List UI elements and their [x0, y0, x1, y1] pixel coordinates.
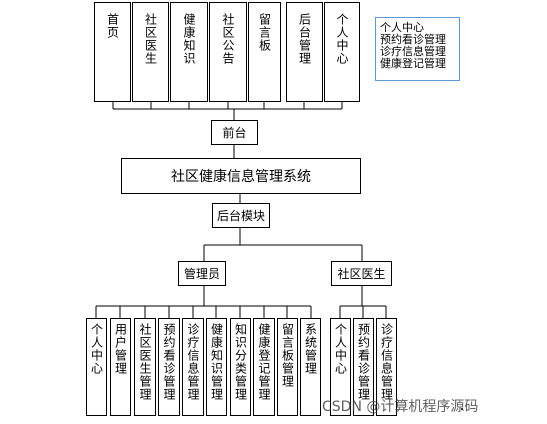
admin-module-doctors: 社区医生管理	[134, 318, 156, 416]
admin-module-label: 诊疗信息管理	[186, 323, 200, 401]
admin-module-users: 用户管理	[110, 318, 131, 416]
admin-module-message-board: 留言板管理	[277, 318, 298, 416]
doctor-module-label: 预约看诊管理	[356, 323, 371, 401]
top-module-home: 首页	[94, 2, 131, 102]
top-module-knowledge: 健康知识	[170, 2, 208, 102]
admin-module-label: 用户管理	[113, 323, 128, 375]
admin-label: 管理员	[183, 267, 220, 281]
top-module-label: 留言板	[257, 13, 272, 52]
admin-module-label: 健康登记管理	[257, 323, 271, 401]
admin-module-diagnosis: 诊疗信息管理	[182, 318, 204, 416]
admin-module-label: 预约看诊管理	[162, 323, 176, 401]
personal-center-note: 个人中心 预约看诊管理 诊疗信息管理 健康登记管理	[375, 17, 460, 81]
admin-module-personal: 个人中心	[86, 318, 107, 416]
admin-node: 管理员	[178, 261, 226, 286]
note-line: 诊疗信息管理	[380, 45, 446, 58]
top-module-doctor: 社区医生	[132, 2, 169, 102]
top-module-label: 社区医生	[143, 13, 158, 65]
top-module-label: 后台管理	[297, 13, 312, 65]
admin-module-system: 系统管理	[300, 318, 321, 416]
doctor-module-diagnosis: 诊疗信息管理	[376, 318, 397, 416]
admin-module-health-registration: 健康登记管理	[253, 318, 275, 416]
doctor-node: 社区医生	[331, 261, 392, 286]
doctor-module-label: 诊疗信息管理	[379, 323, 394, 401]
note-line: 个人中心	[380, 21, 424, 34]
doctor-module-label: 个人中心	[333, 323, 348, 375]
doctor-label: 社区医生	[337, 267, 386, 281]
system-node: 社区健康信息管理系统	[121, 158, 361, 194]
frontend-label: 前台	[222, 126, 247, 140]
admin-module-categories: 知识分类管理	[230, 318, 251, 416]
top-module-label: 个人中心	[335, 13, 349, 65]
stray-dot	[461, 408, 463, 410]
top-module-label: 社区公告	[221, 13, 235, 65]
top-module-message-board: 留言板	[248, 2, 281, 102]
note-line: 健康登记管理	[380, 57, 446, 70]
top-module-notice: 社区公告	[209, 2, 247, 102]
top-module-label: 首页	[105, 13, 120, 39]
top-module-personal: 个人中心	[324, 2, 360, 102]
admin-module-label: 留言板管理	[280, 323, 295, 388]
frontend-node: 前台	[211, 120, 258, 145]
watermark: CSDN @计算机程序源码	[322, 399, 479, 415]
admin-module-label: 健康知识管理	[209, 323, 224, 401]
top-module-backend: 后台管理	[286, 2, 323, 102]
admin-module-label: 知识分类管理	[233, 323, 248, 401]
note-line: 预约看诊管理	[380, 33, 446, 46]
backend-node: 后台模块	[212, 203, 270, 228]
admin-module-label: 个人中心	[89, 323, 104, 375]
system-label: 社区健康信息管理系统	[171, 169, 311, 185]
admin-module-label: 系统管理	[303, 323, 318, 375]
top-module-label: 健康知识	[182, 13, 196, 65]
doctor-module-appointments: 预约看诊管理	[353, 318, 374, 416]
doctor-module-personal: 个人中心	[330, 318, 351, 416]
admin-module-appointments: 预约看诊管理	[158, 318, 180, 416]
admin-module-label: 社区医生管理	[138, 323, 152, 401]
admin-module-knowledge: 健康知识管理	[206, 318, 227, 416]
backend-label: 后台模块	[216, 209, 265, 223]
